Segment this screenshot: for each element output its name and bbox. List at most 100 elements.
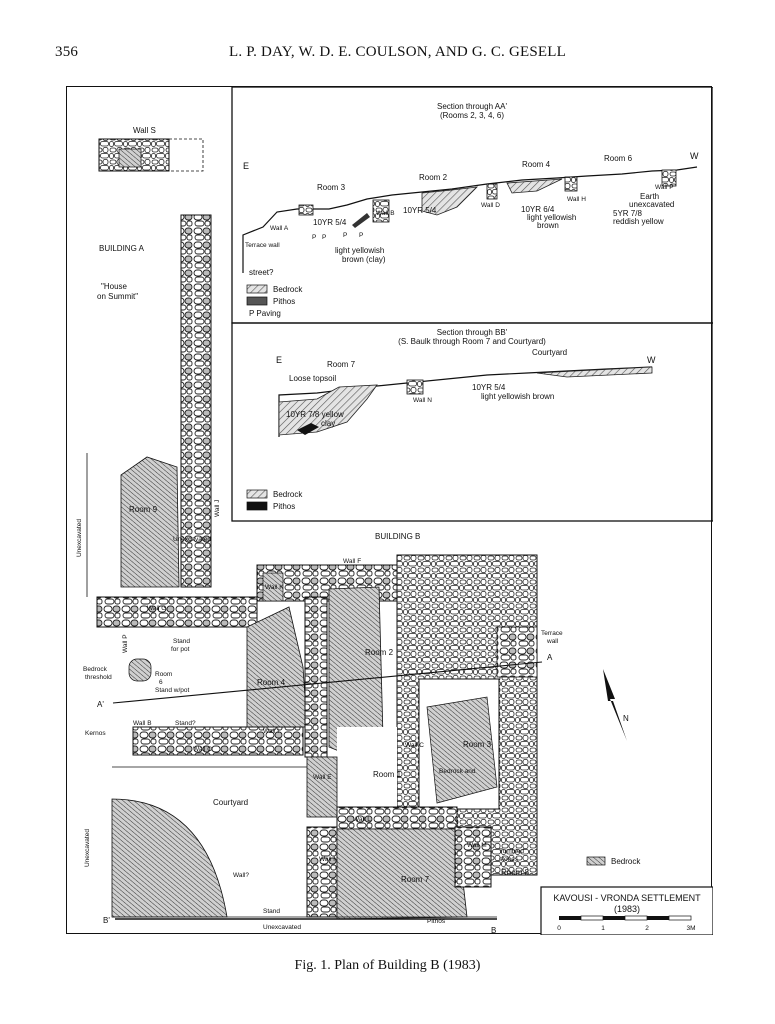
section-aa-soil-3a: 10YR 6/4 bbox=[521, 205, 555, 214]
terrace-b: wall bbox=[546, 638, 559, 645]
section-bb-topsoil: Loose topsoil bbox=[289, 374, 336, 383]
section-aa-bedrock-2 bbox=[506, 178, 563, 194]
section-aa-wall-a-block bbox=[298, 204, 314, 216]
tumbled-b: stones bbox=[499, 856, 519, 863]
wall-m-block bbox=[454, 826, 492, 888]
section-aa-room3: Room 3 bbox=[317, 183, 346, 192]
section-aa-wall-p-block bbox=[661, 169, 677, 187]
wall-g-block bbox=[96, 596, 258, 628]
plan-legend-bedrock-swatch bbox=[586, 856, 606, 866]
section-aa-earth-b: unexcavated bbox=[629, 200, 674, 209]
figure-caption: Fig. 1. Plan of Building B (1983) bbox=[294, 958, 481, 973]
site-plan-figure: Section through AA' (Rooms 2, 3, 4, 6) E… bbox=[76, 86, 714, 936]
tumbled-a: Tumbled bbox=[499, 848, 524, 855]
room-3-bedrock bbox=[426, 696, 498, 804]
section-aa-wall-d: Wall D bbox=[481, 202, 500, 209]
section-aa-legend-bedrock-swatch bbox=[246, 284, 268, 294]
scale-seg-3 bbox=[603, 916, 625, 920]
section-aa-paving-1: P bbox=[312, 234, 316, 241]
title-block: KAVOUSI - VRONDA SETTLEMENT (1983) 0 1 2… bbox=[540, 886, 714, 936]
section-aa-wall-p: Wall P bbox=[655, 184, 674, 191]
room-1-label: Room 1 bbox=[373, 770, 402, 779]
section-aa-panel: Section through AA' (Rooms 2, 3, 4, 6) E… bbox=[231, 86, 714, 324]
section-aa-subtitle: (Rooms 2, 3, 4, 6) bbox=[440, 111, 504, 120]
north-arrow-label: N bbox=[623, 714, 629, 723]
section-aa-room2: Room 2 bbox=[419, 173, 448, 182]
room-8-label: Room 8 bbox=[501, 868, 530, 877]
scale-0: 0 bbox=[557, 925, 561, 932]
section-bb-bedrock bbox=[278, 384, 378, 436]
plan-legend-bedrock: Bedrock bbox=[611, 857, 641, 866]
wall-i-label: Wall I bbox=[263, 728, 279, 735]
section-aa-soil-4b: reddish yellow bbox=[613, 217, 664, 226]
section-bb-legend-pithos-swatch bbox=[246, 501, 268, 511]
page-number: 356 bbox=[55, 44, 79, 60]
stand-q: Stand? bbox=[175, 720, 196, 727]
section-aa-pithos bbox=[352, 213, 370, 228]
room-4-label: Room 4 bbox=[257, 678, 286, 687]
section-bb-legend-bedrock: Bedrock bbox=[273, 490, 303, 499]
wall-n-label: Wall N bbox=[319, 856, 338, 863]
section-mark-a-prime: A' bbox=[97, 700, 104, 709]
stand-pot-b: for pot bbox=[171, 646, 190, 653]
courtyard-bedrock bbox=[111, 798, 228, 918]
scale-seg-4 bbox=[624, 915, 648, 921]
wall-c-label: Wall C bbox=[405, 742, 424, 749]
house-summit-a: "House bbox=[101, 282, 128, 291]
wall-j-block bbox=[180, 214, 212, 588]
wall-k-hatch bbox=[262, 572, 284, 602]
section-bb-courtyard: Courtyard bbox=[532, 348, 567, 357]
building-a-label: BUILDING A bbox=[99, 244, 145, 253]
section-bb-wall-n-block bbox=[406, 379, 424, 395]
scale-seg-5 bbox=[647, 916, 669, 920]
unexcavated-left: Unexcavated bbox=[76, 519, 83, 557]
house-summit-b: on Summit" bbox=[97, 292, 138, 301]
room-9-label: Room 9 bbox=[129, 505, 158, 514]
unexcavated-top: Unexcavated bbox=[173, 536, 211, 543]
section-aa-bedrock bbox=[421, 186, 479, 216]
wall-k-label: Wall K bbox=[265, 584, 284, 591]
room-3-label: Room 3 bbox=[463, 740, 492, 749]
section-mark-b: B bbox=[491, 926, 496, 935]
kernos-label: Kernos bbox=[85, 730, 106, 737]
wall-o-block bbox=[132, 726, 304, 756]
wall-s-bedrock bbox=[118, 148, 142, 168]
section-aa-soil-3b: light yellowish bbox=[527, 213, 576, 222]
section-bb-legend-pithos: Pithos bbox=[273, 502, 295, 511]
section-bb-bedrock-2 bbox=[536, 366, 653, 378]
section-aa-soil-2: 10YR 5/4 bbox=[403, 206, 437, 215]
section-bb-ground-line bbox=[278, 366, 653, 437]
section-aa-legend-pithos-swatch bbox=[246, 296, 268, 306]
bedrock-threshold-a: Bedrock bbox=[83, 666, 108, 673]
wall-n-block bbox=[306, 826, 338, 918]
room-6-b: 6 bbox=[159, 679, 163, 686]
section-aa-soil-3c: brown bbox=[537, 221, 559, 230]
scale-seg-1 bbox=[559, 916, 581, 920]
unexcavated-left-low: Unexcavated bbox=[84, 829, 91, 867]
section-bb-clay-a: 10YR 7/8 yellow bbox=[286, 410, 344, 419]
wall-q-label: Wall? bbox=[233, 872, 249, 879]
wall-e-block bbox=[306, 756, 338, 818]
scale-3: 3M bbox=[686, 925, 695, 932]
section-aa-title: Section through AA' bbox=[437, 102, 507, 111]
terrace-wall-block bbox=[496, 626, 538, 678]
room-1-area bbox=[337, 727, 397, 807]
running-title: L. P. DAY, W. D. E. COULSON, AND G. C. G… bbox=[229, 44, 566, 60]
plan-building-b: BUILDING B Wall G Wall K Wall F Room 3 B… bbox=[83, 532, 563, 935]
section-bb-wall-n: Wall N bbox=[413, 397, 432, 404]
section-aa-clay-a: light yellowish bbox=[335, 246, 384, 255]
section-bb-soil-b: light yellowish brown bbox=[481, 392, 554, 401]
wall-o-label: Wall O bbox=[193, 746, 212, 753]
section-bb-title: Section through BB' bbox=[437, 328, 508, 337]
pithos-label: Pithos bbox=[427, 918, 446, 925]
scale-seg-2 bbox=[580, 915, 604, 921]
bedrock-threshold-b: threshold bbox=[85, 674, 112, 681]
room-2-label: Room 2 bbox=[365, 648, 394, 657]
section-aa-wall-b-block bbox=[372, 199, 390, 223]
scale-1: 1 bbox=[601, 925, 605, 932]
section-aa-end-e: E bbox=[243, 161, 249, 171]
stand-pot-a: Stand bbox=[173, 638, 190, 645]
section-aa-soil-4a: 5YR 7/8 bbox=[613, 209, 642, 218]
section-mark-b-prime: B' bbox=[103, 916, 110, 925]
section-bb-pithos bbox=[297, 423, 319, 435]
